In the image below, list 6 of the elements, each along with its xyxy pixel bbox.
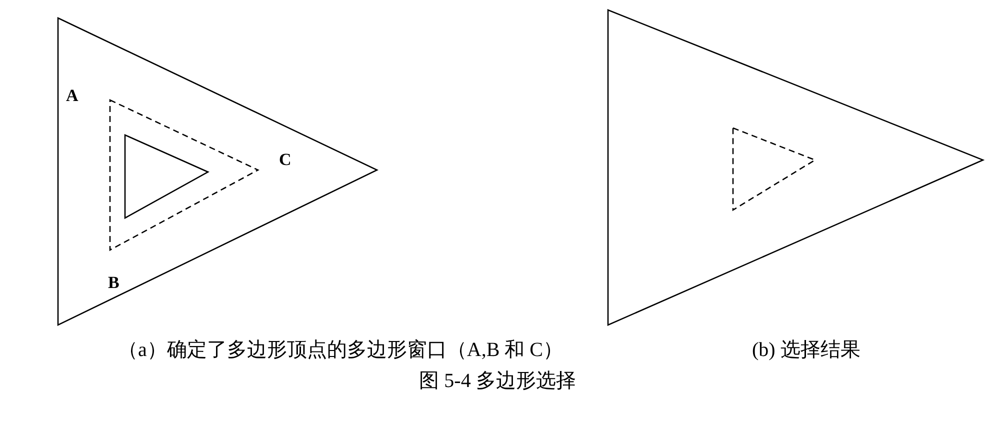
subfigure-caption: (b) 选择结果 xyxy=(752,338,860,363)
subfigure-caption: （a）确定了多边形顶点的多边形窗口（A,B 和 C） xyxy=(118,338,563,363)
vertex-label: C xyxy=(279,150,292,170)
vertex-label: B xyxy=(108,273,120,293)
figure-caption: 图 5-4 多边形选择 xyxy=(418,369,577,394)
vertex-label: A xyxy=(66,86,78,106)
